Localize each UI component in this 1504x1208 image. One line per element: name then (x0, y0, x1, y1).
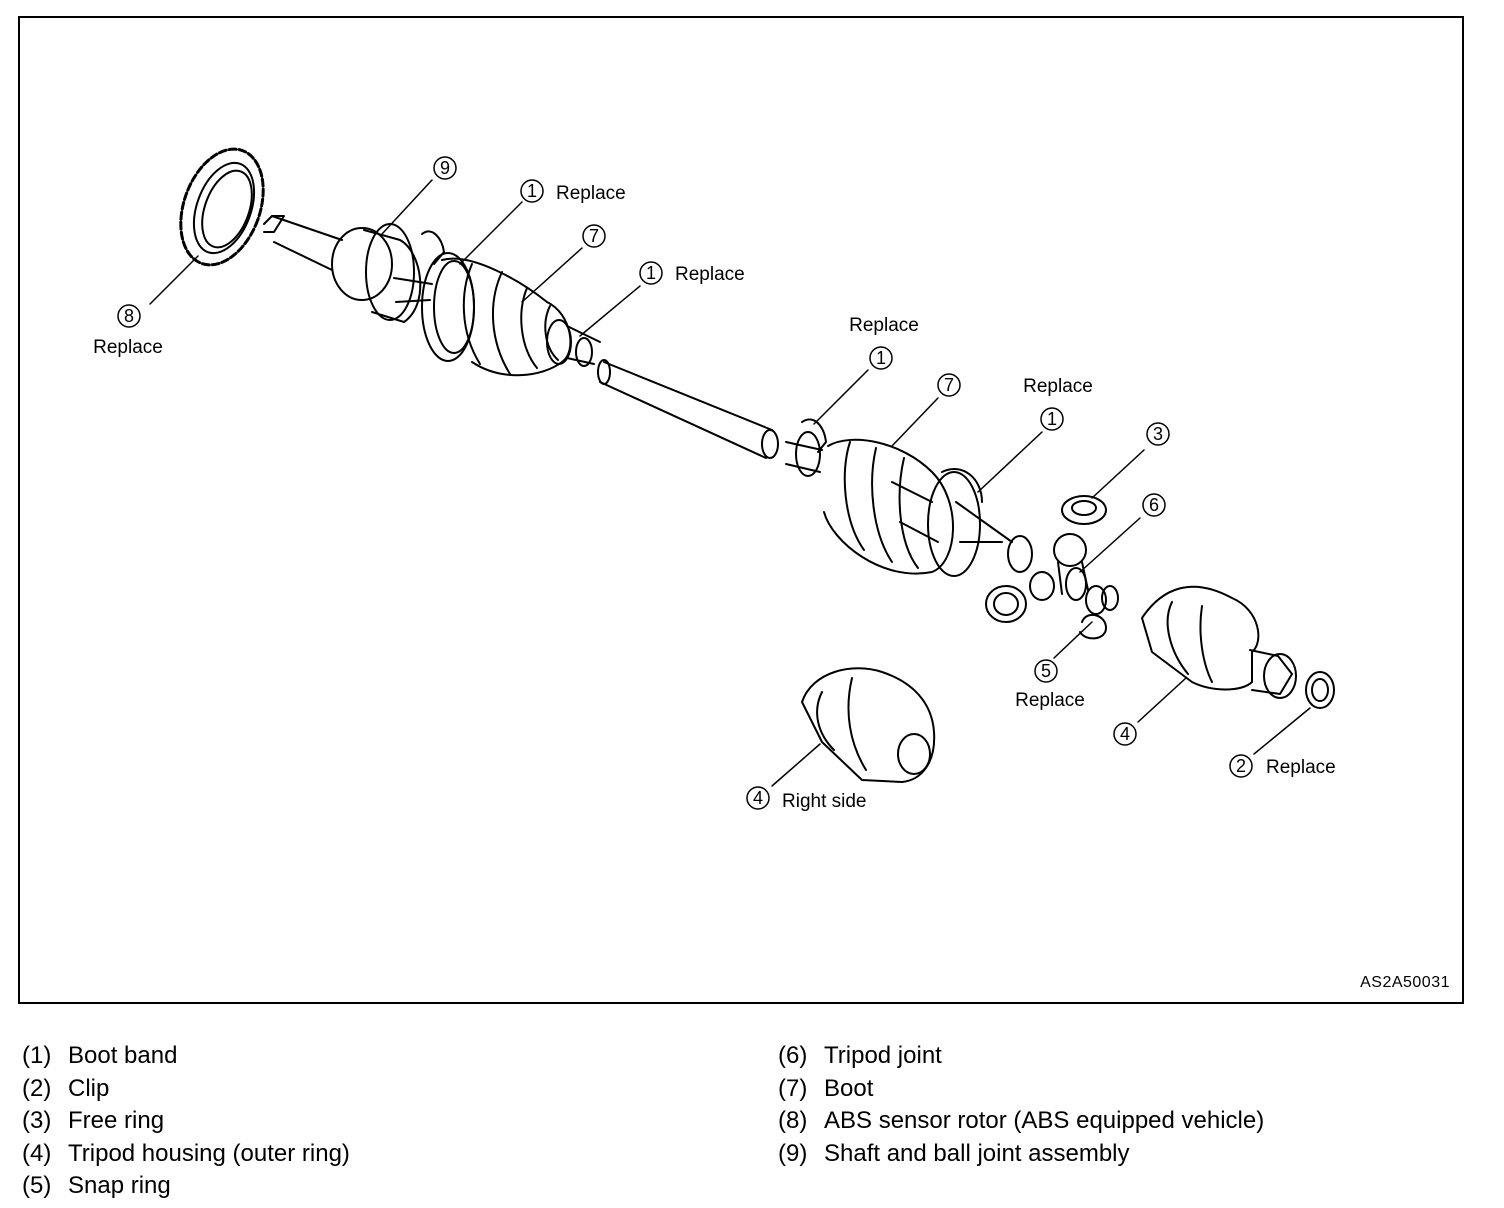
legend-item: (2)Clip (22, 1074, 110, 1102)
spacer-ring (985, 585, 1027, 623)
svg-text:8: 8 (124, 306, 134, 326)
snap-ring (1079, 585, 1119, 640)
outer-boot (441, 257, 601, 377)
leader-lines (149, 179, 1311, 787)
svg-text:1: 1 (527, 181, 537, 201)
svg-text:Right side: Right side (782, 791, 867, 812)
svg-text:4: 4 (753, 788, 763, 808)
svg-text:1: 1 (646, 263, 656, 283)
inner-boot-band-large (927, 467, 1033, 577)
callout-4-a: 4 (1113, 722, 1137, 746)
callout-7-a: 7 (582, 224, 606, 248)
tripod-housing (1141, 585, 1297, 699)
figure-code: AS2A50031 (1360, 974, 1450, 991)
svg-text:7: 7 (944, 375, 954, 395)
svg-text:Replace: Replace (675, 264, 745, 285)
legend-item: (7)Boot (778, 1074, 874, 1102)
svg-text:Replace: Replace (1023, 376, 1093, 397)
free-ring (1061, 495, 1107, 525)
svg-text:2: 2 (1236, 756, 1246, 776)
svg-text:Replace: Replace (556, 183, 626, 204)
legend-item: (8)ABS sensor rotor (ABS equipped vehicl… (778, 1107, 1265, 1134)
svg-text:1: 1 (876, 348, 886, 368)
drive-shaft-exploded-drawing: 8 Replace 9 1 Replace 7 1 Replace (93, 147, 1336, 812)
svg-text:5: 5 (1041, 661, 1051, 681)
svg-text:7: 7 (589, 226, 599, 246)
callout-2: 2 Replace (1229, 754, 1336, 778)
legend-column-right: (6)Tripod joint (7)Boot (8)ABS sensor ro… (778, 1040, 1264, 1170)
svg-text:9: 9 (440, 158, 450, 178)
legend-item: (6)Tripod joint (778, 1042, 942, 1069)
svg-text:6: 6 (1149, 495, 1159, 515)
svg-text:Replace: Replace (1266, 757, 1336, 778)
shaft-ball-joint-assembly (263, 215, 433, 323)
legend-item: (5)Snap ring (22, 1172, 171, 1199)
callout-1-c: Replace 1 (849, 315, 919, 370)
callout-1-b: 1 Replace (639, 261, 745, 285)
tripod-housing-right-side (801, 667, 936, 783)
svg-text:Replace: Replace (93, 337, 163, 358)
callout-1-d: Replace 1 (1023, 376, 1093, 431)
legend-item: (4)Tripod housing (outer ring) (22, 1139, 350, 1167)
tripod-joint (1029, 533, 1107, 615)
callout-7-b: 7 (937, 373, 961, 397)
callouts: 8 Replace 9 1 Replace 7 1 Replace (93, 156, 1336, 812)
callout-1-a: 1 Replace (520, 179, 626, 204)
outer-boot-band (421, 230, 475, 362)
inner-boot (823, 438, 954, 575)
legend-item: (1)Boot band (22, 1042, 178, 1069)
legend-item: (3)Free ring (22, 1107, 165, 1134)
callout-9: 9 (433, 156, 457, 180)
exploded-view-figure: 8 Replace 9 1 Replace 7 1 Replace (18, 16, 1464, 1004)
callout-6: 6 (1142, 493, 1166, 517)
callout-5: 5 Replace (1015, 659, 1085, 711)
legend-column-left: (1)Boot band (2)Clip (3)Free ring (4)Tri… (22, 1040, 350, 1203)
callout-4-b: 4 Right side (746, 786, 867, 812)
svg-text:Replace: Replace (849, 315, 919, 336)
clip (1305, 671, 1335, 709)
callout-3: 3 (1146, 422, 1170, 446)
legend-item: (9)Shaft and ball joint assembly (778, 1139, 1130, 1167)
inner-boot-band-small (785, 418, 827, 477)
svg-text:1: 1 (1047, 409, 1057, 429)
center-shaft (597, 359, 779, 459)
svg-text:4: 4 (1120, 724, 1130, 744)
svg-text:3: 3 (1153, 424, 1163, 444)
svg-text:Replace: Replace (1015, 690, 1085, 711)
callout-8: 8 Replace (93, 304, 163, 358)
abs-sensor-rotor (179, 147, 265, 267)
